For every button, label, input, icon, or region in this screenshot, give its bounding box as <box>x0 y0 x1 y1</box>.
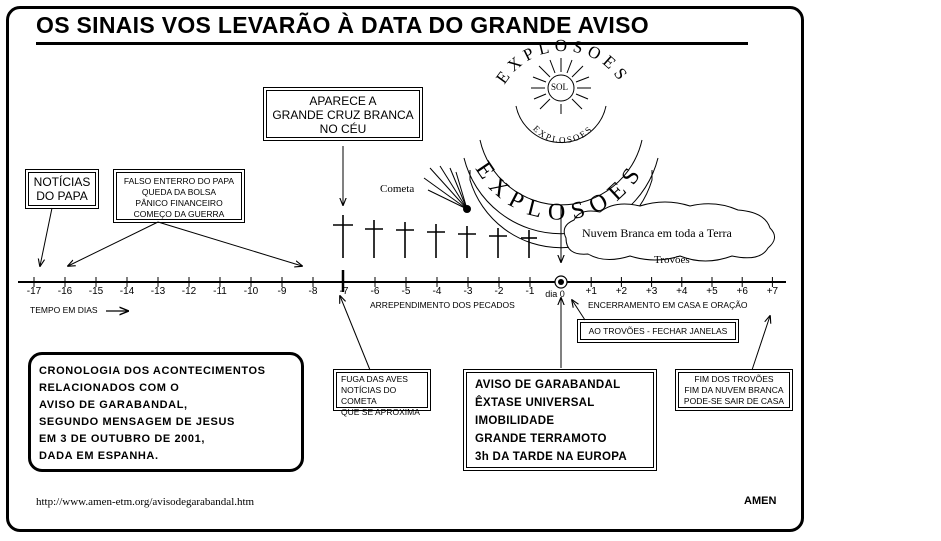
tick-label: -14 <box>119 286 135 297</box>
tick-label: -7 <box>339 286 349 297</box>
cross-box: APARECE A GRANDE CRUZ BRANCA NO CÉU <box>263 87 423 141</box>
tick-label: +7 <box>766 286 779 297</box>
end-thunder-arrow <box>751 316 770 371</box>
crosses <box>333 215 537 258</box>
sun-label: SOL <box>551 82 569 92</box>
tick-label: -6 <box>370 286 380 297</box>
explosions-small-label: EXPLOSOES <box>531 123 595 145</box>
tick-label: -8 <box>308 286 318 297</box>
tick-label: -12 <box>181 286 197 297</box>
pope-news-arrow <box>40 207 53 266</box>
sun-icon <box>531 58 591 114</box>
thunder-windows-box: AO TROVÕES - FECHAR JANELAS <box>577 319 739 343</box>
tick-label: -4 <box>432 286 442 297</box>
end-thunder-box: FIM DOS TROVÕES FIM DA NUVEM BRANCA PODE… <box>675 369 793 411</box>
thunder-windows-arrow <box>572 300 586 321</box>
comet-label: Cometa <box>380 183 415 195</box>
false-burial-arrow-right <box>157 221 302 266</box>
tick-label: -13 <box>150 286 166 297</box>
tick-label: +5 <box>706 286 718 297</box>
comet-icon <box>423 165 471 213</box>
title-underline <box>36 42 748 45</box>
repentance-label: ARREPENDIMENTO DOS PECADOS <box>370 300 515 310</box>
tick-label: +3 <box>645 286 658 297</box>
tick-marks <box>33 277 773 287</box>
tick-label: +1 <box>585 286 597 297</box>
explosion-arc-2 <box>479 139 643 206</box>
page-title: OS SINAIS VOS LEVARÃO À DATA DO GRANDE A… <box>36 12 649 38</box>
tick-label: -10 <box>243 286 259 297</box>
tick-label: +4 <box>676 286 688 297</box>
tick-label: -11 <box>213 286 227 297</box>
chronology-box: CRONOLOGIA DOS ACONTECIMENTOS RELACIONAD… <box>28 352 304 472</box>
tick-label: -16 <box>57 286 73 297</box>
tick-label: -1 <box>525 286 535 297</box>
explosion-arc-1 <box>515 105 607 143</box>
thunder-label: Trovões <box>654 254 690 266</box>
footer-signature: AMEN <box>744 495 777 507</box>
tick-label: +2 <box>615 286 628 297</box>
pope-news-box: NOTÍCIAS DO PAPA <box>25 169 99 209</box>
tick-label: -5 <box>401 286 411 297</box>
birds-box: FUGA DAS AVES NOTÍCIAS DO COMETA QUE SE … <box>333 369 431 417</box>
birds-arrow <box>340 296 371 371</box>
tick-label: -2 <box>494 286 504 297</box>
warning-box: AVISO DE GARABANDAL ÊXTASE UNIVERSAL IMO… <box>463 369 657 471</box>
cloud-label: Nuvem Branca em toda a Terra <box>582 226 732 240</box>
false-burial-box: FALSO ENTERRO DO PAPA QUEDA DA BOLSA PÂN… <box>113 169 245 223</box>
false-burial-arrow-left <box>68 221 159 266</box>
tick-label: -9 <box>277 286 287 297</box>
tick-label: dia 0 <box>545 289 565 299</box>
tick-label: -3 <box>463 286 473 297</box>
tick-label: -17 <box>26 286 42 297</box>
cloud-icon <box>563 201 775 262</box>
days-label: TEMPO EM DIAS <box>30 305 98 315</box>
tick-label: -15 <box>88 286 104 297</box>
frame-border <box>6 6 804 532</box>
closing-label: ENCERRAMENTO EM CASA E ORAÇÃO <box>588 300 748 310</box>
footer-url[interactable]: http://www.amen-etm.org/avisodegarabanda… <box>36 496 255 508</box>
tick-label: +6 <box>736 286 748 297</box>
